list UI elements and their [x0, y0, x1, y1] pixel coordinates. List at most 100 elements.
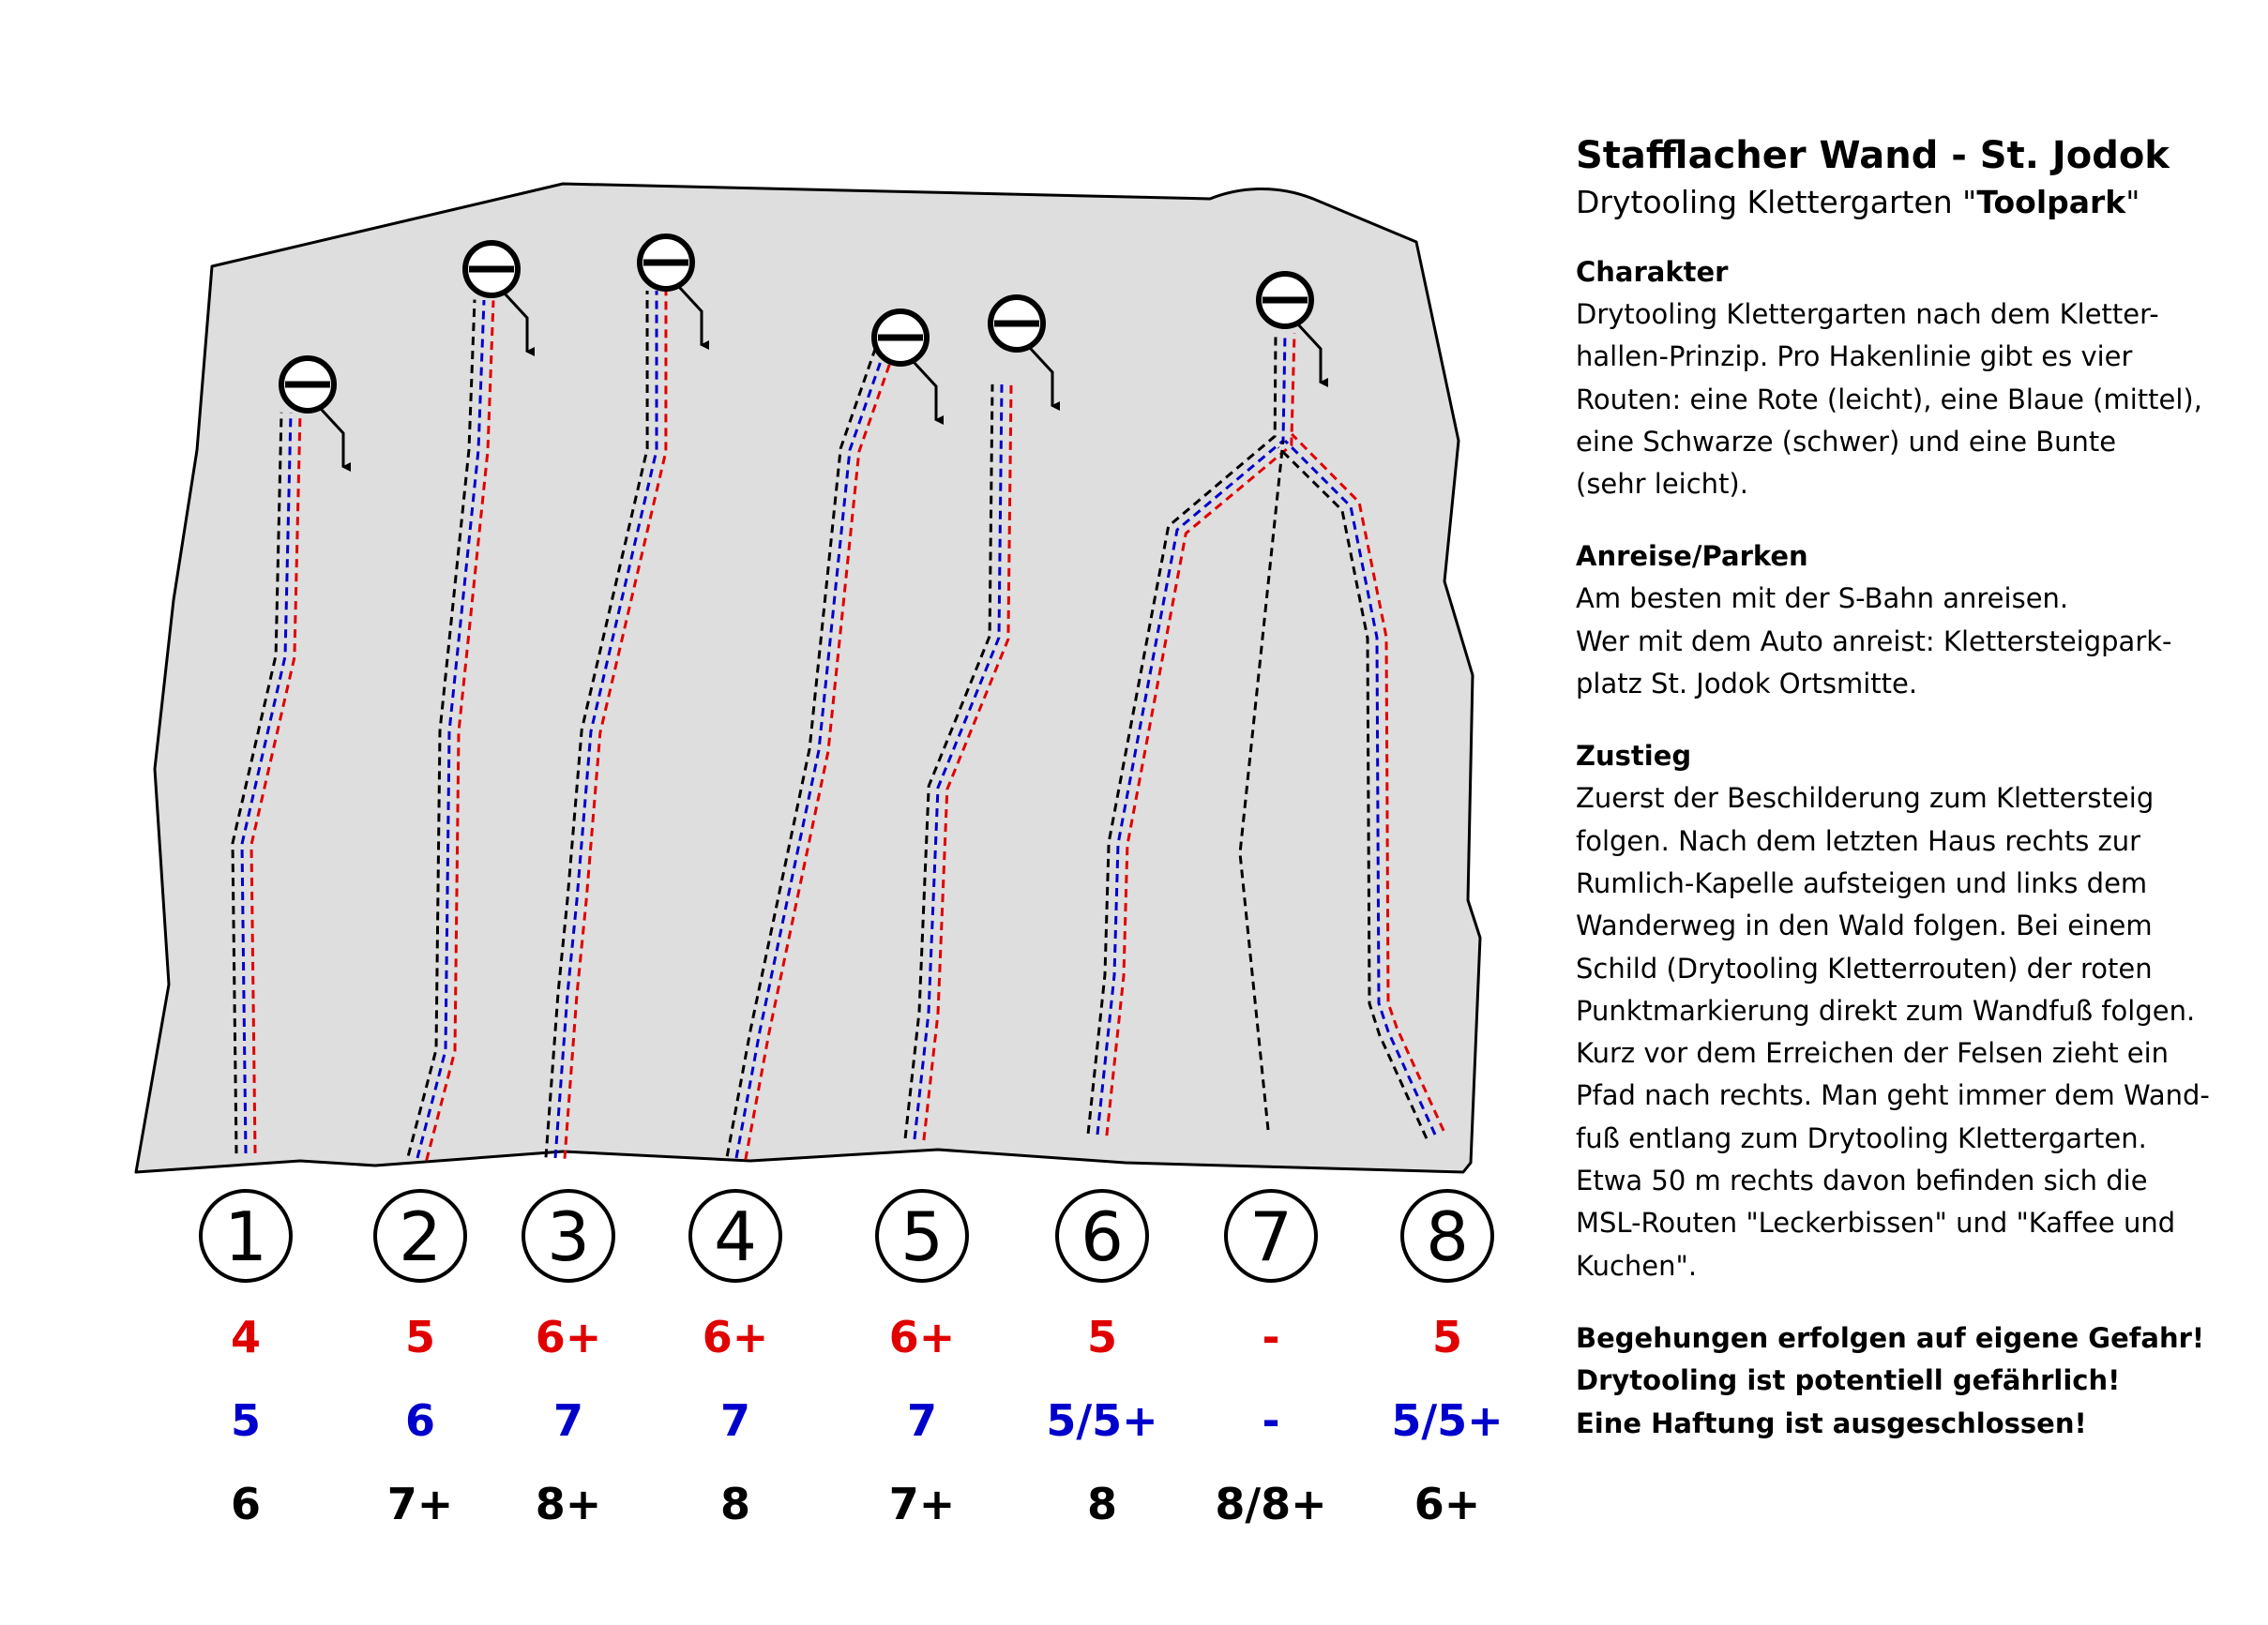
route-line: [1277, 446, 1429, 1139]
route-number: 6: [1081, 1197, 1124, 1276]
zustieg-line: Zuerst der Beschilderung zum Kletterstei…: [1576, 782, 2155, 815]
section-zustieg: Zustieg Zuerst der Beschilderung zum Kle…: [1576, 735, 2232, 1287]
warning-line: Begehungen erfolgen auf eigene Gefahr!: [1576, 1321, 2205, 1354]
info-panel: Stafflacher Wand - St. Jodok Drytooling …: [1576, 131, 2232, 1445]
zustieg-line: Etwa 50 m rechts davon befinden sich die: [1576, 1165, 2148, 1197]
grade-black: 7+: [889, 1479, 956, 1529]
zustieg-line: Wanderweg in den Wald folgen. Bei einem: [1576, 910, 2153, 942]
route-line: [1283, 439, 1437, 1136]
subtitle-prefix: Drytooling Klettergarten ": [1576, 184, 1977, 220]
anchor-icon: [988, 294, 1060, 411]
route-number-circle: [875, 1189, 969, 1283]
section-anreise: Anreise/Parken Am besten mit der S-Bahn …: [1576, 535, 2232, 705]
section-charakter: Charakter Drytooling Klettergarten nach …: [1576, 251, 2232, 505]
grade-black: 7+: [387, 1479, 454, 1529]
zustieg-line: Kurz vor dem Erreichen der Felsen zieht …: [1576, 1037, 2170, 1070]
route-line: [913, 384, 1004, 1140]
grade-blue: 6: [405, 1395, 435, 1446]
grade-blue: -: [1262, 1395, 1279, 1446]
grade-red: 4: [231, 1312, 261, 1362]
route-line: [734, 323, 896, 1159]
charakter-line: eine Schwarze (schwer) und eine Bunte: [1576, 425, 2117, 458]
charakter-heading: Charakter: [1576, 256, 1729, 288]
route-number-circle: [1055, 1189, 1149, 1283]
grade-black: 8/8+: [1215, 1479, 1326, 1529]
route-number: 8: [1426, 1197, 1469, 1276]
anchor-icon: [637, 233, 709, 350]
zustieg-line: Punktmarkierung direkt zum Wandfuß folge…: [1576, 994, 2196, 1027]
charakter-line: Routen: eine Rote (leicht), eine Blaue (…: [1576, 383, 2202, 415]
grade-black: 8: [720, 1479, 750, 1529]
grade-red: 5: [1087, 1312, 1117, 1362]
route-number: 7: [1249, 1197, 1293, 1276]
grade-red: 5: [1432, 1312, 1462, 1362]
crag-subtitle: Drytooling Klettergarten "Toolpark": [1576, 180, 2232, 225]
route-line: [1105, 333, 1296, 1136]
route-number: 5: [900, 1197, 944, 1276]
route-line: [744, 325, 904, 1161]
route-line: [553, 291, 658, 1159]
zustieg-line: Rumlich-Kapelle aufsteigen und links dem: [1576, 866, 2148, 899]
anchor-icon: [871, 308, 944, 425]
grade-blue: 7: [553, 1395, 583, 1446]
anreise-line: Wer mit dem Auto anreist: Klettersteigpa…: [1576, 624, 2172, 657]
subtitle-suffix: ": [2125, 184, 2140, 220]
grade-blue: 7: [907, 1395, 937, 1446]
grade-red: 5: [405, 1312, 435, 1362]
zustieg-line: folgen. Nach dem letzten Haus rechts zur: [1576, 824, 2141, 857]
route-number: 2: [399, 1197, 442, 1276]
route-line: [1086, 332, 1278, 1135]
grade-red: 6+: [889, 1312, 956, 1362]
route-line: [416, 299, 486, 1159]
route-number: 4: [714, 1197, 757, 1276]
grade-black: 6+: [1414, 1479, 1481, 1529]
route-line: [922, 384, 1013, 1141]
zustieg-line: MSL-Routen "Leckerbissen" und "Kaffee un…: [1576, 1207, 2176, 1240]
zustieg-line: fuß entlang zum Drytooling Klettergarten…: [1576, 1121, 2147, 1154]
route-number: 1: [224, 1197, 267, 1276]
grade-blue: 5/5+: [1046, 1395, 1157, 1446]
zustieg-heading: Zustieg: [1576, 740, 1692, 773]
anreise-line: Am besten mit der S-Bahn anreisen.: [1576, 582, 2069, 615]
charakter-line: Drytooling Klettergarten nach dem Klette…: [1576, 298, 2159, 330]
route-line: [231, 412, 283, 1154]
route-number: 3: [547, 1197, 590, 1276]
anreise-heading: Anreise/Parken: [1576, 540, 1808, 573]
zustieg-line: Pfad nach rechts. Man geht immer dem Wan…: [1576, 1079, 2210, 1112]
grade-red: -: [1262, 1312, 1279, 1362]
subtitle-name: Toolpark: [1976, 184, 2126, 220]
grade-blue: 5: [231, 1395, 261, 1446]
section-warnings: Begehungen erfolgen auf eigene Gefahr! D…: [1576, 1317, 2232, 1445]
route-line: [563, 290, 668, 1159]
grade-red: 6+: [703, 1312, 769, 1362]
route-number-circle: [522, 1189, 615, 1283]
anchor-icon: [1256, 271, 1328, 387]
route-number-circle: [1400, 1189, 1494, 1283]
warning-line: Eine Haftung ist ausgeschlossen!: [1576, 1407, 2087, 1439]
grade-black: 8+: [536, 1479, 602, 1529]
route-number-circle: [199, 1189, 293, 1283]
grade-red: 6+: [536, 1312, 602, 1362]
route-line: [903, 384, 994, 1139]
route-line: [240, 412, 293, 1154]
rock-wall: [134, 182, 1482, 1174]
zustieg-line: Schild (Drytooling Kletterrouten) der ro…: [1576, 952, 2153, 985]
anchor-icon: [462, 240, 535, 356]
route-line: [725, 320, 887, 1157]
route-line: [1096, 332, 1287, 1136]
route-line: [544, 290, 649, 1158]
route-number-circle: [688, 1189, 782, 1283]
route-number-circle: [1224, 1189, 1318, 1283]
route-line: [406, 299, 476, 1156]
zustieg-line: Kuchen".: [1576, 1249, 1698, 1282]
grade-black: 6: [231, 1479, 261, 1529]
route-line-black: [1238, 440, 1285, 1131]
anchor-icon: [279, 355, 351, 472]
warning-line: Drytooling ist potentiell gefährlich!: [1576, 1364, 2121, 1397]
charakter-line: (sehr leicht).: [1576, 468, 1748, 501]
anreise-line: platz St. Jodok Ortsmitte.: [1576, 668, 1918, 700]
grade-blue: 7: [720, 1395, 750, 1446]
grade-blue: 5/5+: [1391, 1395, 1503, 1446]
route-line: [249, 413, 302, 1153]
